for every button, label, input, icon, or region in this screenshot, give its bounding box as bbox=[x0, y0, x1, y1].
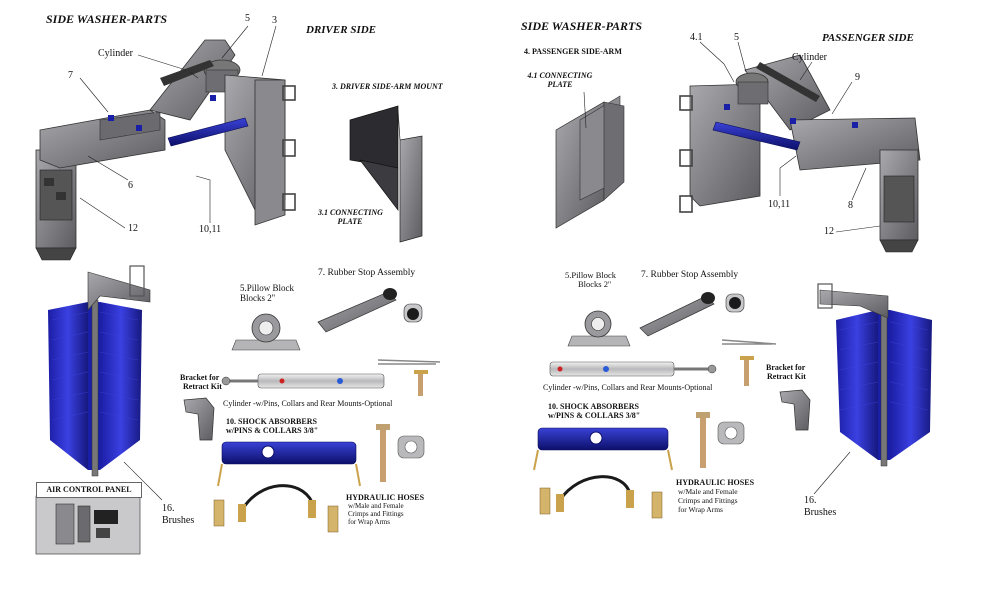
driver-rubber-stop bbox=[317, 288, 423, 333]
passenger-pillow-label-2: Blocks 2'' bbox=[578, 279, 612, 289]
passenger-hoses-label-3: Crimps and Fittings bbox=[678, 496, 738, 505]
driver-callout-3: 3 bbox=[272, 15, 277, 26]
passenger-side-arm-assembly bbox=[679, 54, 921, 253]
driver-hoses-label-2: w/Male and Female bbox=[348, 502, 404, 510]
driver-callout-cylinder: Cylinder bbox=[98, 48, 133, 59]
passenger-callout-10-11: 10,11 bbox=[768, 199, 791, 210]
driver-cylinder bbox=[221, 373, 385, 389]
driver-pillow-label-1: 5.Pillow Block bbox=[240, 283, 295, 293]
passenger-bracket-label-2: Retract Kit bbox=[767, 372, 806, 381]
driver-side-arm-mount bbox=[349, 105, 423, 243]
passenger-rubber-stop-label: 7. Rubber Stop Assembly bbox=[641, 270, 739, 280]
passenger-pillow-block bbox=[567, 310, 631, 347]
air-control-panel bbox=[35, 495, 141, 555]
passenger-plate-label-1: 4.1 CONNECTING bbox=[527, 71, 593, 80]
passenger-callout-5: 5 bbox=[734, 32, 739, 43]
passenger-collar bbox=[717, 421, 745, 445]
right-title: SIDE WASHER-PARTS bbox=[521, 19, 643, 33]
driver-bracket-label-2: Retract Kit bbox=[183, 382, 222, 391]
passenger-pin bbox=[740, 356, 754, 386]
driver-cylinder-note: Cylinder -w/Pins, Collars and Rear Mount… bbox=[223, 399, 393, 408]
passenger-brush-assembly bbox=[817, 283, 932, 467]
passenger-callout-8: 8 bbox=[848, 200, 853, 211]
passenger-arm-title: 4. PASSENGER SIDE-ARM bbox=[524, 47, 622, 56]
driver-brushes-label: Brushes bbox=[162, 515, 195, 526]
passenger-callout-12: 12 bbox=[824, 226, 834, 237]
driver-shock-label-1: 10. SHOCK ABSORBERS bbox=[226, 417, 317, 426]
passenger-side-title: PASSENGER SIDE bbox=[822, 32, 914, 44]
driver-shock-label-2: w/PINS & COLLARS 3/8" bbox=[226, 426, 319, 435]
driver-brush-assembly bbox=[48, 265, 151, 477]
driver-pin bbox=[414, 370, 428, 396]
driver-plate-label-2: PLATE bbox=[337, 217, 363, 226]
driver-rubber-stop-label: 7. Rubber Stop Assembly bbox=[318, 268, 416, 278]
driver-plate-label-1: 3.1 CONNECTING bbox=[318, 208, 383, 217]
driver-shock-pin bbox=[376, 424, 390, 482]
driver-hydraulic-hose bbox=[213, 484, 339, 533]
passenger-pillow-label-1: 5.Pillow Block bbox=[565, 270, 617, 280]
passenger-connecting-plate bbox=[555, 95, 625, 229]
driver-hoses-label-4: for Wrap Arms bbox=[348, 518, 390, 526]
passenger-callout-cylinder: Cylinder bbox=[792, 52, 827, 63]
passenger-brushes-number: 16. bbox=[804, 495, 817, 506]
passenger-shock-pin bbox=[696, 412, 710, 468]
driver-hoses-label-3: Crimps and Fittings bbox=[348, 510, 404, 518]
driver-callout-10-11: 10,11 bbox=[199, 224, 222, 235]
driver-side-title: DRIVER SIDE bbox=[306, 24, 377, 36]
passenger-callout-9: 9 bbox=[855, 72, 860, 83]
passenger-callout-4-1: 4.1 bbox=[690, 32, 703, 43]
driver-callout-5: 5 bbox=[245, 13, 250, 24]
passenger-shock-label-2: w/PINS & COLLARS 3/8" bbox=[548, 411, 641, 420]
passenger-rubber-stop bbox=[639, 292, 745, 337]
passenger-cylinder bbox=[549, 361, 717, 377]
passenger-hydraulic-hose bbox=[539, 475, 663, 519]
passenger-shock-label-1: 10. SHOCK ABSORBERS bbox=[548, 402, 639, 411]
driver-pillow-label-2: Blocks 2'' bbox=[240, 293, 275, 303]
driver-brushes-number: 16. bbox=[162, 503, 175, 514]
passenger-shock-absorber bbox=[533, 427, 673, 471]
driver-retract-bracket bbox=[183, 397, 215, 441]
driver-callout-12: 12 bbox=[128, 223, 138, 234]
driver-hoses-label-1: HYDRAULIC HOSES bbox=[346, 493, 425, 502]
passenger-cotter-pin bbox=[721, 339, 777, 345]
driver-side-arm-assembly bbox=[35, 39, 296, 261]
driver-pillow-block bbox=[231, 313, 301, 351]
passenger-side-leaders bbox=[699, 41, 881, 233]
driver-callout-7: 7 bbox=[68, 70, 73, 81]
driver-side-leaders bbox=[79, 25, 277, 229]
passenger-hoses-label-1: HYDRAULIC HOSES bbox=[676, 478, 755, 487]
passenger-cylinder-note: Cylinder -w/Pins, Collars and Rear Mount… bbox=[543, 383, 713, 392]
passenger-brushes-label: Brushes bbox=[804, 507, 837, 518]
passenger-plate-label-2: PLATE bbox=[547, 80, 573, 89]
passenger-hoses-label-4: for Wrap Arms bbox=[678, 505, 723, 514]
left-title: SIDE WASHER-PARTS bbox=[46, 12, 168, 26]
driver-callout-6: 6 bbox=[128, 180, 133, 191]
driver-shock-absorber bbox=[217, 441, 361, 487]
driver-collar bbox=[397, 435, 425, 459]
driver-mount-title: 3. DRIVER SIDE-ARM MOUNT bbox=[332, 82, 443, 91]
driver-bracket-label-1: Bracket for bbox=[180, 373, 220, 382]
passenger-retract-bracket bbox=[779, 389, 811, 431]
passenger-bracket-label-1: Bracket for bbox=[766, 363, 806, 372]
passenger-hoses-label-2: w/Male and Female bbox=[678, 487, 738, 496]
air-control-panel-title: AIR CONTROL PANEL bbox=[36, 482, 142, 498]
driver-cotter-pin bbox=[377, 359, 441, 365]
